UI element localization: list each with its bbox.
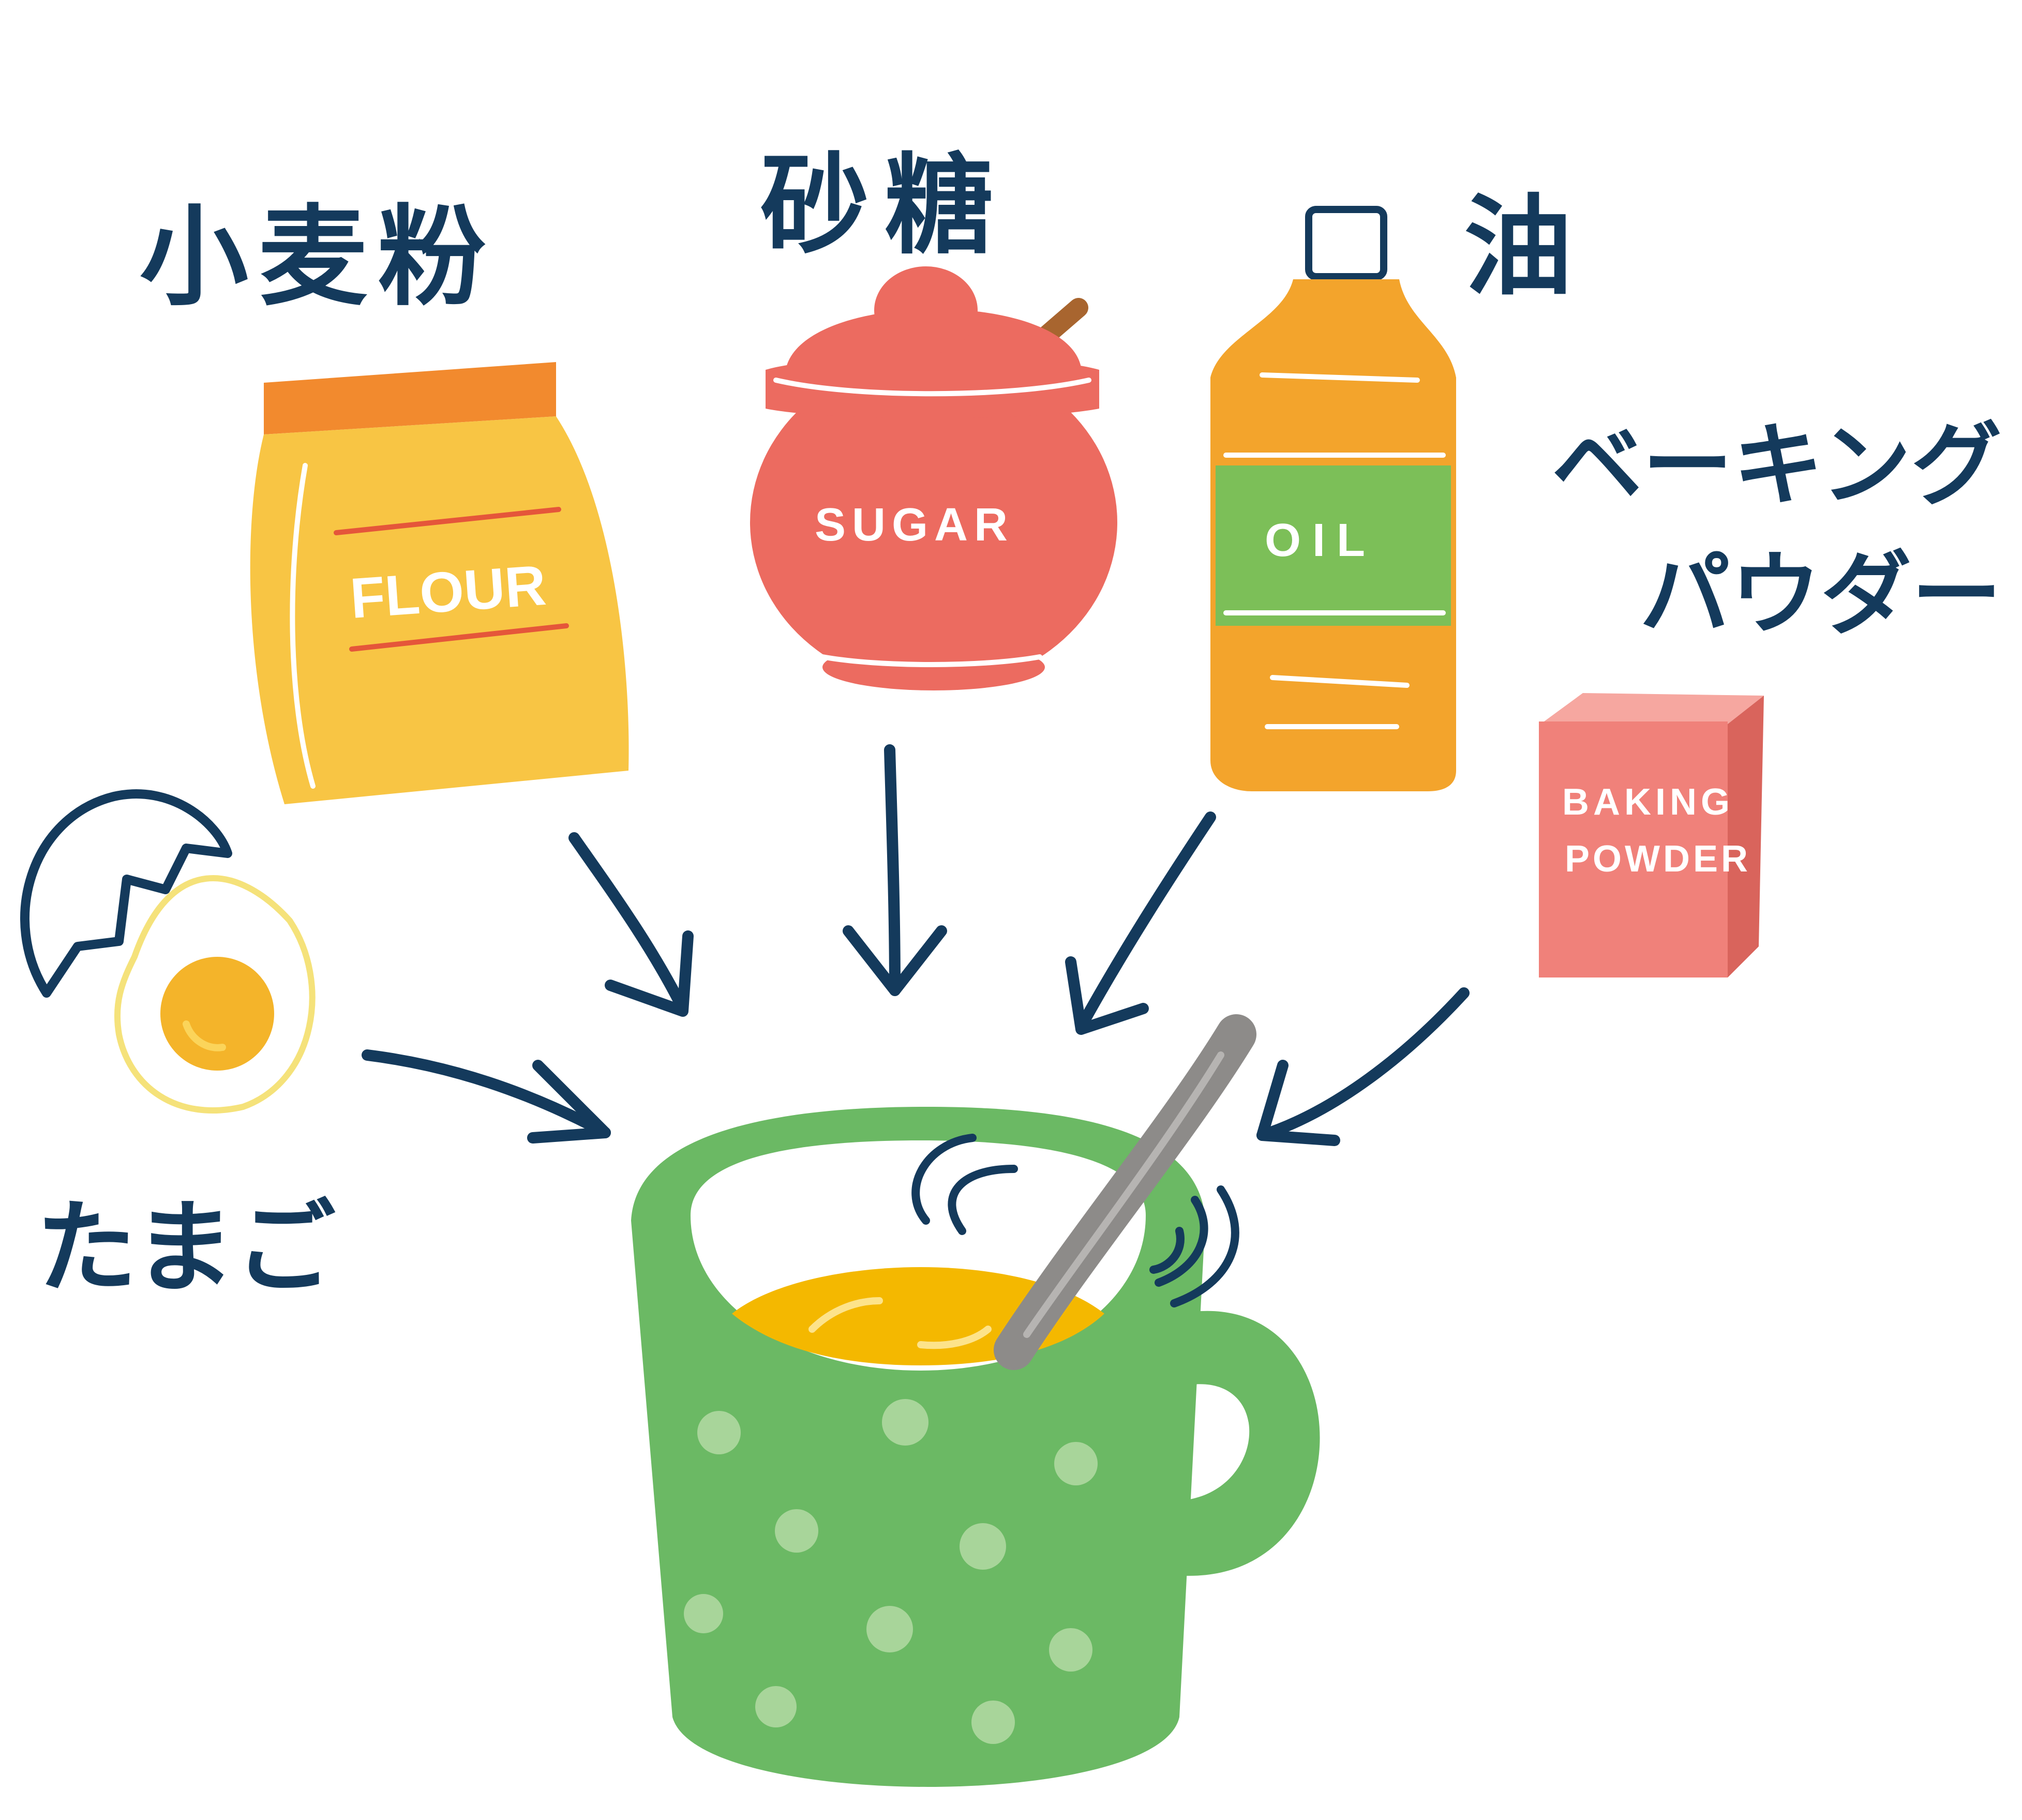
baking-powder-box-icon: BAKING POWDER xyxy=(1539,693,1764,977)
baking-powder-label-en-line1: BAKING xyxy=(1562,781,1734,823)
flour-label-jp: 小麦粉 xyxy=(140,194,497,321)
baking-powder-label-jp-line2: パウダー xyxy=(1640,543,2002,648)
egg-label-jp: たまご xyxy=(36,1189,336,1306)
flour-bag-icon: FLOUR xyxy=(250,362,629,804)
stir-motion-lines xyxy=(911,1134,1239,1307)
mug-dots xyxy=(684,1399,1098,1744)
sugar-pot-icon: SUGAR xyxy=(750,266,1117,690)
flour-label-en: FLOUR xyxy=(348,553,548,630)
oil-bottle-cap xyxy=(1305,206,1387,280)
egg-white xyxy=(114,875,316,1114)
oil-label-en: OIL xyxy=(1265,515,1376,566)
oil-bottle-icon: OIL xyxy=(1210,206,1456,791)
sugar-label-jp: 砂糖 xyxy=(760,142,1009,269)
egg-shell xyxy=(20,789,232,998)
mug-icon xyxy=(631,1014,1320,1787)
sugar-label-en: SUGAR xyxy=(815,499,1014,551)
cracked-egg-icon xyxy=(20,789,316,1114)
egg-yolk xyxy=(160,957,274,1071)
baking-powder-label-jp-line1: ベーキング xyxy=(1552,413,2002,518)
arrow-icon xyxy=(362,744,1470,1146)
baking-powder-label-en-line2: POWDER xyxy=(1565,838,1751,880)
oil-bottle-label xyxy=(1216,465,1451,626)
oil-label-jp: 油 xyxy=(1464,184,1572,310)
